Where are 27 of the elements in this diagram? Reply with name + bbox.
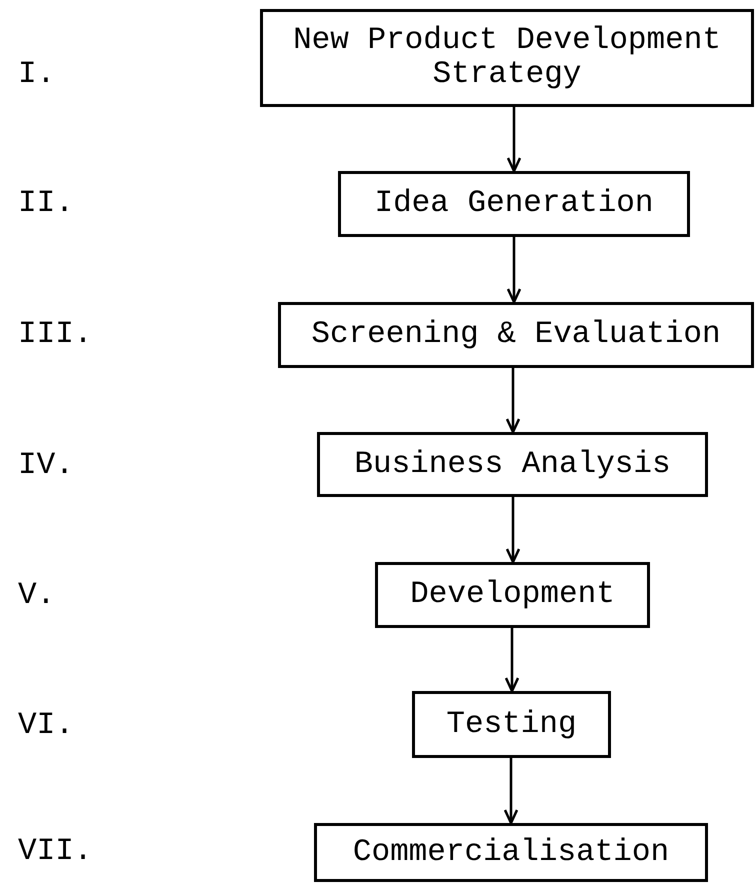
arrow — [504, 628, 520, 692]
step-number: VI. — [18, 709, 74, 743]
step-title: New Product Development Strategy — [292, 24, 722, 92]
step-number: I. — [18, 58, 56, 92]
step-title: Idea Generation — [374, 187, 654, 221]
process-box — [260, 9, 754, 107]
step-number: II. — [18, 187, 74, 221]
process-box — [278, 302, 754, 368]
step-title: Screening & Evaluation — [311, 318, 721, 352]
arrow — [506, 107, 522, 172]
step-title: Development — [410, 578, 615, 612]
arrow — [506, 497, 520, 564]
step-title: Testing — [446, 708, 577, 742]
process-box — [314, 823, 708, 882]
step-number: IV. — [18, 449, 74, 483]
arrow — [506, 237, 522, 304]
step-number: III. — [18, 318, 92, 352]
step-title: Commercialisation — [352, 836, 670, 870]
process-box — [412, 691, 611, 758]
process-box — [375, 562, 650, 628]
arrow — [504, 758, 518, 824]
step-number: VII. — [18, 835, 92, 869]
process-box — [338, 171, 690, 237]
step-title: Business Analysis — [354, 448, 671, 482]
step-number: V. — [18, 579, 56, 613]
arrow — [506, 368, 520, 434]
process-box — [317, 432, 708, 497]
